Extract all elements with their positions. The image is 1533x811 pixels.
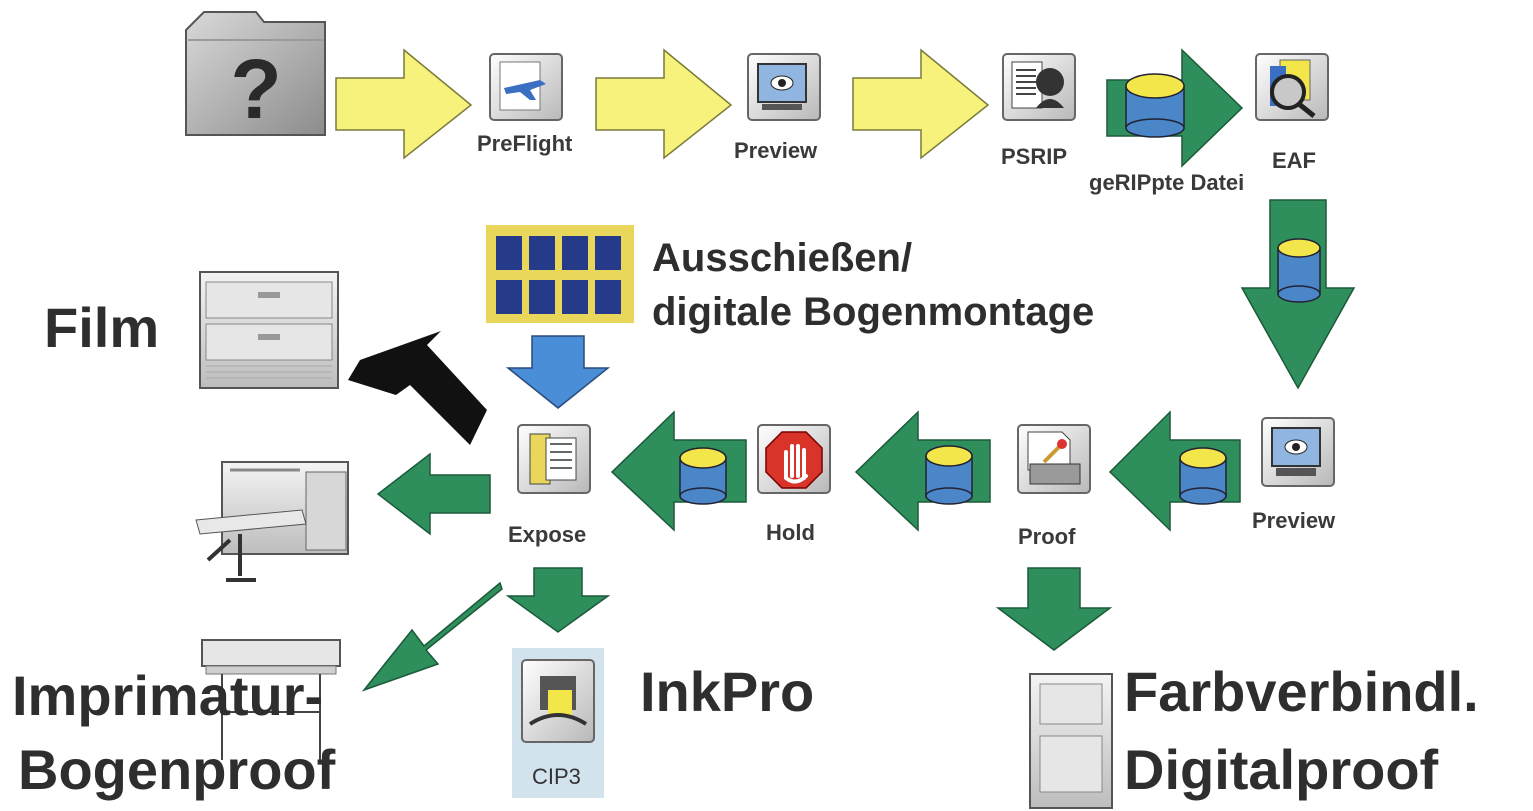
label-preview-right: Preview <box>1252 508 1336 533</box>
label-preview-top: Preview <box>734 138 818 163</box>
data-cylinder-icon-4 <box>925 445 973 505</box>
label-proof: Proof <box>1018 524 1076 549</box>
label-imprimatur-line2: Bogenproof <box>18 738 336 801</box>
eaf-icon <box>1255 53 1329 121</box>
label-riped-file: geRIPpte Datei <box>1089 170 1245 195</box>
preview-icon-right <box>1261 417 1335 487</box>
data-cylinder-icon-5 <box>679 447 727 505</box>
proof-icon <box>1017 424 1091 494</box>
label-digitalproof-line2: Digitalproof <box>1124 738 1439 801</box>
blue-arrow-down <box>505 335 611 409</box>
yellow-arrow-1 <box>335 48 473 160</box>
digital-proofer-icon <box>1029 673 1113 809</box>
psrip-icon <box>1002 53 1076 121</box>
label-psrip: PSRIP <box>1001 144 1068 169</box>
label-film: Film <box>44 296 160 359</box>
label-imprimatur-line1: Imprimatur- <box>12 664 324 727</box>
data-cylinder-icon-3 <box>1179 447 1227 505</box>
preflight-icon <box>489 53 563 121</box>
question-mark-glyph: ? <box>230 42 281 136</box>
green-arrow-to-imprimatur <box>361 581 503 692</box>
preview-icon-top <box>747 53 821 121</box>
black-arrow-to-film <box>348 331 487 445</box>
large-format-printer-icon <box>201 639 341 760</box>
label-imposition-line2: digitale Bogenmontage <box>652 290 1095 334</box>
label-expose: Expose <box>508 522 587 547</box>
label-eaf: EAF <box>1272 148 1316 173</box>
hold-stop-icon <box>757 424 831 494</box>
unknown-source-folder-icon: ? <box>185 11 326 136</box>
cip3-inkpro-icon <box>512 648 604 798</box>
film-recorder-icon <box>199 271 339 389</box>
label-imposition-line1: Ausschießen/ <box>652 236 913 280</box>
label-preflight: PreFlight <box>477 131 573 156</box>
expose-icon <box>517 424 591 494</box>
yellow-arrow-2 <box>595 48 733 160</box>
label-inkpro: InkPro <box>640 660 815 723</box>
data-cylinder-icon-2 <box>1277 238 1321 303</box>
label-digitalproof-line1: Farbverbindl. <box>1124 660 1479 723</box>
green-arrow-to-platte <box>376 452 491 536</box>
platesetter-icon <box>195 461 349 582</box>
green-arrow-to-cip3 <box>505 567 611 633</box>
data-cylinder-icon-1 <box>1125 73 1185 138</box>
label-cip3: CIP3 <box>532 764 581 789</box>
label-hold: Hold <box>766 520 815 545</box>
green-arrow-to-digitalproof <box>995 567 1113 651</box>
yellow-arrow-3 <box>852 48 990 160</box>
imposition-icon <box>486 225 634 323</box>
